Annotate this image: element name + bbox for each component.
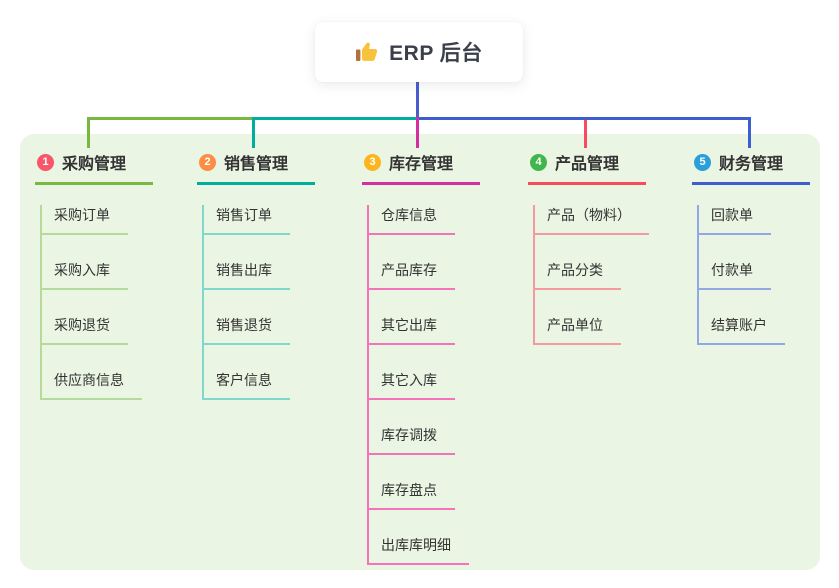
mindmap-node[interactable]: 其它入库	[369, 370, 455, 400]
mindmap-node[interactable]: 客户信息	[204, 370, 290, 400]
branch-children-finance: 回款单 付款单 结算账户	[697, 205, 822, 345]
branch-product-management: 4 产品管理 产品（物料） 产品分类 产品单位	[528, 147, 658, 345]
mindmap-node[interactable]: 付款单	[699, 260, 771, 290]
connector-branch5-drop	[748, 117, 751, 148]
branch-children-product: 产品（物料） 产品分类 产品单位	[533, 205, 658, 345]
branch-children-sales: 销售订单 销售出库 销售退货 客户信息	[202, 205, 327, 400]
mindmap-node[interactable]: 销售订单	[204, 205, 290, 235]
mindmap-node[interactable]: 产品单位	[535, 315, 621, 345]
connector-branch1-drop	[87, 117, 90, 148]
branch-header-product[interactable]: 4 产品管理	[528, 147, 646, 185]
branch-children-purchase: 采购订单 采购入库 采购退货 供应商信息	[40, 205, 165, 400]
branch-number-badge: 3	[364, 153, 381, 171]
mindmap-node[interactable]: 仓库信息	[369, 205, 455, 235]
root-title: ERP 后台	[389, 42, 483, 65]
mindmap-node[interactable]: 产品库存	[369, 260, 455, 290]
connector-root-drop	[416, 82, 419, 118]
branch-title: 库存管理	[389, 156, 454, 173]
branch-purchase-management: 1 采购管理 采购订单 采购入库 采购退货 供应商信息	[35, 147, 165, 400]
mindmap-node[interactable]: 产品分类	[535, 260, 621, 290]
branch-title: 产品管理	[555, 156, 620, 173]
mindmap-node[interactable]: 其它出库	[369, 315, 455, 345]
mindmap-node[interactable]: 采购入库	[42, 260, 128, 290]
mindmap-node[interactable]: 销售退货	[204, 315, 290, 345]
mindmap-node[interactable]: 供应商信息	[42, 370, 142, 400]
thumbs-up-icon	[355, 40, 379, 64]
branches-background-panel	[20, 134, 820, 570]
connector-branch2-drop	[252, 117, 255, 148]
branch-number-badge: 5	[694, 153, 711, 171]
connector-branch5-horizontal	[417, 117, 751, 120]
branch-header-sales[interactable]: 2 销售管理	[197, 147, 315, 185]
branch-title: 销售管理	[224, 156, 289, 173]
branch-inventory-management: 3 库存管理 仓库信息 产品库存 其它出库 其它入库 库存调拨 库存盘点 出库库…	[362, 147, 492, 565]
mindmap-node[interactable]: 出库库明细	[369, 535, 469, 565]
branch-header-inventory[interactable]: 3 库存管理	[362, 147, 480, 185]
mindmap-node[interactable]: 产品（物料）	[535, 205, 649, 235]
branch-number-badge: 2	[199, 153, 216, 171]
branch-number-badge: 4	[530, 153, 547, 171]
connector-branch2-horizontal	[252, 117, 420, 120]
mindmap-node[interactable]: 结算账户	[699, 315, 785, 345]
root-node[interactable]: ERP 后台	[315, 22, 523, 82]
mindmap-node[interactable]: 回款单	[699, 205, 771, 235]
branch-sales-management: 2 销售管理 销售订单 销售出库 销售退货 客户信息	[197, 147, 327, 400]
branch-title: 采购管理	[62, 156, 127, 173]
connector-branch4-drop	[584, 117, 587, 148]
mindmap-node[interactable]: 销售出库	[204, 260, 290, 290]
branch-title: 财务管理	[719, 156, 784, 173]
branch-children-inventory: 仓库信息 产品库存 其它出库 其它入库 库存调拨 库存盘点 出库库明细	[367, 205, 492, 565]
mindmap-node[interactable]: 库存调拨	[369, 425, 455, 455]
branch-header-finance[interactable]: 5 财务管理	[692, 147, 810, 185]
connector-branch3-drop	[416, 117, 419, 148]
branch-header-purchase[interactable]: 1 采购管理	[35, 147, 153, 185]
mindmap-node[interactable]: 采购退货	[42, 315, 128, 345]
branch-number-badge: 1	[37, 153, 54, 171]
branch-finance-management: 5 财务管理 回款单 付款单 结算账户	[692, 147, 822, 345]
mindmap-node[interactable]: 库存盘点	[369, 480, 455, 510]
mindmap-node[interactable]: 采购订单	[42, 205, 128, 235]
